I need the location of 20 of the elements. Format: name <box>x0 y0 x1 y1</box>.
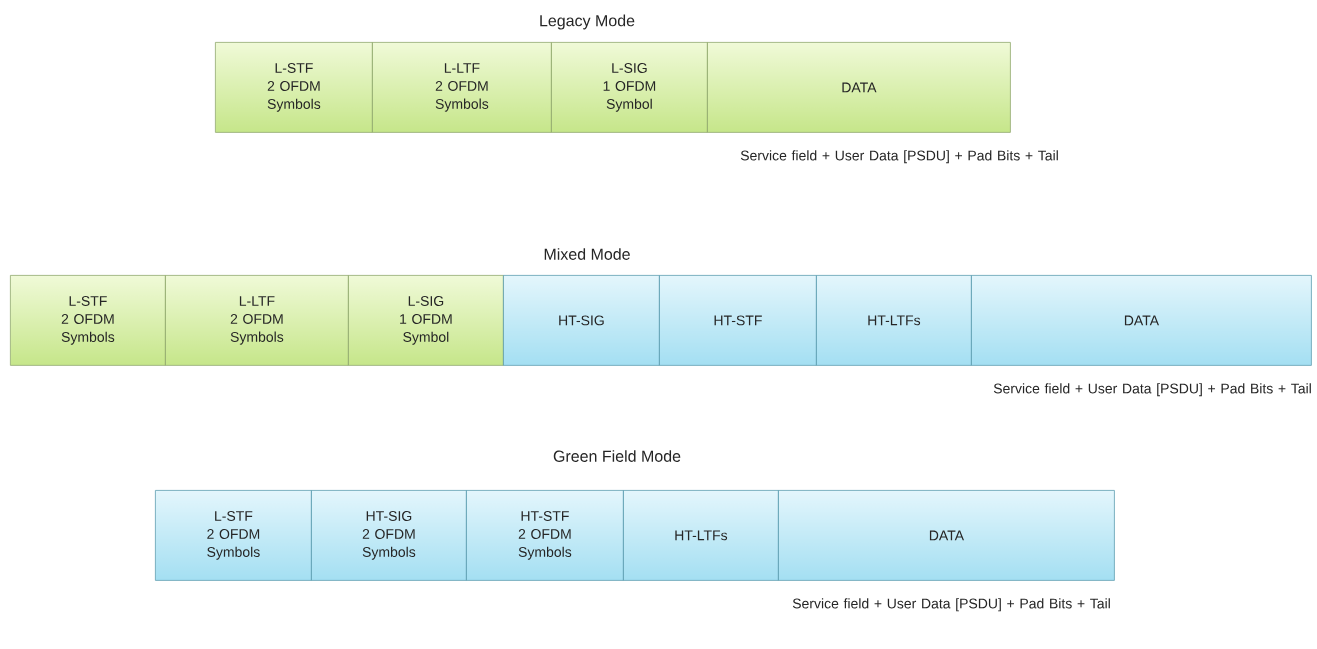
mode-title: Mixed Mode <box>544 248 630 260</box>
annotation-text: Service field + User Data [PSDU] + Pad Bits + Tail <box>993 383 1311 397</box>
field-box: L-LTF 2 OFDM Symbols <box>165 275 349 366</box>
field-box: HT-STF <box>659 275 817 366</box>
mode-title: Green Field Mode <box>553 450 681 462</box>
field-box: HT-SIG 2 OFDM Symbols <box>311 490 467 581</box>
field-box: L-SIG 1 OFDM Symbol <box>551 42 708 133</box>
mode-title: Legacy Mode <box>540 14 635 30</box>
field-box: L-LTF 2 OFDM Symbols <box>372 42 552 133</box>
field-box: HT-LTFs <box>816 275 972 366</box>
annotation-text: Service field + User Data [PSDU] + Pad Bits + Tail <box>740 150 1058 164</box>
annotation-text: Service field + User Data [PSDU] + Pad Bits + Tail <box>792 598 1110 612</box>
field-box: L-STF 2 OFDM Symbols <box>10 275 166 366</box>
field-box: L-SIG 1 OFDM Symbol <box>348 275 504 366</box>
field-box: HT-SIG <box>503 275 660 366</box>
field-box: L-STF 2 OFDM Symbols <box>155 490 312 581</box>
field-box: DATA <box>707 42 1011 133</box>
field-box: HT-STF 2 OFDM Symbols <box>466 490 624 581</box>
field-box: L-STF 2 OFDM Symbols <box>215 42 373 133</box>
field-box: HT-LTFs <box>623 490 779 581</box>
